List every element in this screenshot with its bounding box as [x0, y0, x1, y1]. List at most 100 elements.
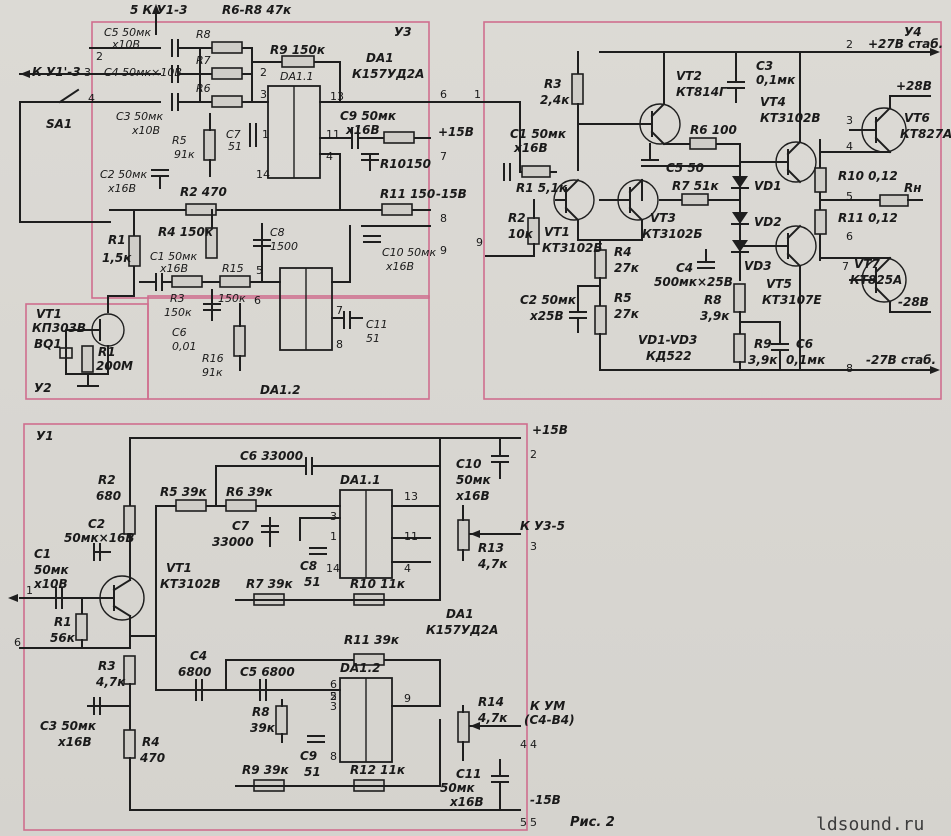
figure-caption: Рис. 2 — [570, 815, 615, 830]
label-r11-u4: R11 0,12 — [838, 211, 898, 225]
pin-number: 8 — [330, 750, 337, 763]
label-c10-u1-value: 50мк — [456, 473, 492, 487]
label-r2-u3: R2 470 — [180, 185, 227, 199]
label-kd522: КД522 — [646, 349, 692, 363]
label-c7-value: 51 — [228, 140, 242, 153]
label-c11-u1-value: 50мк — [440, 781, 476, 795]
block-u4-border — [483, 21, 942, 400]
label-c7-u1-value: 33000 — [212, 535, 254, 549]
label-r7-u4: R7 51к — [672, 179, 719, 193]
label-c5: С5 50мк — [104, 26, 151, 39]
label-c1-u1-rating: х10В — [33, 577, 68, 591]
label-da1-u1: DA1 — [446, 607, 474, 621]
label-minus15v-u3: -15В — [436, 187, 467, 201]
label-c10-u1: С10 — [456, 457, 482, 471]
pin-number: 8 — [440, 212, 447, 225]
label-r4-u3: R4 150к — [158, 225, 214, 239]
label-r3-u1: R3 — [98, 659, 116, 673]
label-r7: R7 — [196, 54, 211, 67]
block-u2-border — [25, 303, 149, 400]
label-r6r8: R6-R8 47к — [222, 3, 292, 17]
label-c3-u1: С3 50мк — [40, 719, 97, 733]
label-bq1: BQ1 — [34, 337, 62, 351]
label-r11: R11 150 — [380, 187, 435, 201]
label-ku35: К У3-5 — [520, 519, 565, 533]
pin-number: 3 — [330, 510, 337, 523]
label-c3-u1-rating: х16В — [57, 735, 92, 749]
label-vt6: VT6 — [904, 111, 930, 125]
label-r15: R15 — [222, 262, 244, 275]
label-c8-u1-value: 51 — [304, 575, 321, 589]
label-c8-u1: С8 — [300, 559, 317, 573]
label-r7-u1: R7 39к — [246, 577, 293, 591]
site-watermark: ldsound.ru — [816, 814, 924, 835]
label-r2-u4-value: 10к — [508, 227, 534, 241]
pin-number: 2 — [330, 690, 337, 703]
pin-number: 4 — [520, 738, 527, 751]
label-kp303: КП303В — [32, 321, 86, 335]
label-r1-u1: R1 — [54, 615, 72, 629]
label-kt3102b-1: КТ3102Б — [542, 241, 603, 255]
label-r14: R14 — [478, 695, 504, 709]
label-c4-u1-value: 6800 — [178, 665, 211, 679]
label-kt825: КТ825А — [850, 273, 902, 287]
label-r3-u4: R3 — [544, 77, 562, 91]
pin-number: 6 — [14, 636, 21, 649]
label-c1-u3-rating: х16В — [159, 262, 188, 275]
label-vd3: VD3 — [744, 259, 772, 273]
label-vt3: VT3 — [650, 211, 676, 225]
label-c10-u3-rating: х16В — [385, 260, 414, 273]
label-c2-u1: С2 — [88, 517, 105, 531]
label-c4-u4: С4 — [676, 261, 693, 275]
label-kt827: КТ827А — [900, 127, 951, 141]
pin-number: 9 — [476, 236, 483, 249]
label-c4c4: (С4-В4) — [524, 713, 575, 727]
label-c4-u1: С4 — [190, 649, 207, 663]
label-vt1-u1: VT1 — [166, 561, 192, 575]
label-r6: R6 — [196, 82, 211, 95]
label-r9-u4-value: 3,9к — [748, 353, 778, 367]
label-r15-value: 150к — [218, 292, 246, 305]
pin-number: 7 — [440, 150, 447, 163]
label-vt4: VT4 — [760, 95, 786, 109]
label-kt3102v-u1: КТ3102В — [160, 577, 221, 591]
label-r6-u1: R6 39к — [226, 485, 273, 499]
label-c1-u1-value: 50мк — [34, 563, 70, 577]
label-vt7: VT7 — [854, 257, 880, 271]
label-vd1: VD1 — [754, 179, 782, 193]
label-k157-u1: К157УД2А — [426, 623, 498, 637]
label-r8-u1: R8 — [252, 705, 270, 719]
label-r4-u4: R4 — [614, 245, 632, 259]
label-k157: К157УД2А — [352, 67, 424, 81]
label-plus28v: +28В — [896, 79, 932, 93]
label-r3-u3-value: 150к — [164, 306, 192, 319]
label-kt3102b-2: КТ3102Б — [642, 227, 703, 241]
label-c6-u1: С6 33000 — [240, 449, 303, 463]
label-c8-u3: С8 — [270, 226, 285, 239]
pin-number: 1 — [330, 530, 337, 543]
label-u4: У4 — [904, 25, 922, 39]
pin-number: 5 — [330, 690, 337, 703]
label-c9: С9 50мк — [340, 109, 397, 123]
label-r12-u1: R12 11к — [350, 763, 406, 777]
label-c3-u4-value: 0,1мк — [756, 73, 796, 87]
label-r4-u4-value: 27к — [614, 261, 640, 275]
block-u3-border — [91, 21, 430, 299]
label-c6-u4-value: 0,1мк — [786, 353, 826, 367]
label-r1-u4: R1 5,1к — [516, 181, 568, 195]
label-minus15v-u1: -15В — [530, 793, 561, 807]
pin-number: 5 — [530, 816, 537, 829]
label-r5-u4: R5 — [614, 291, 632, 305]
pin-number: 13 — [330, 90, 344, 103]
label-r2-u4: R2 — [508, 211, 526, 225]
label-c1-u4: С1 50мк — [510, 127, 567, 141]
pin-number: 2 — [530, 448, 537, 461]
label-r4-u1-value: 470 — [139, 751, 165, 765]
label-rn: Rн — [904, 181, 922, 195]
label-r3-u3: R3 — [170, 292, 185, 305]
pin-number: 5 — [846, 190, 853, 203]
label-c6-u4: С6 — [796, 337, 813, 351]
label-plus15v-u3: +15В — [438, 125, 474, 139]
